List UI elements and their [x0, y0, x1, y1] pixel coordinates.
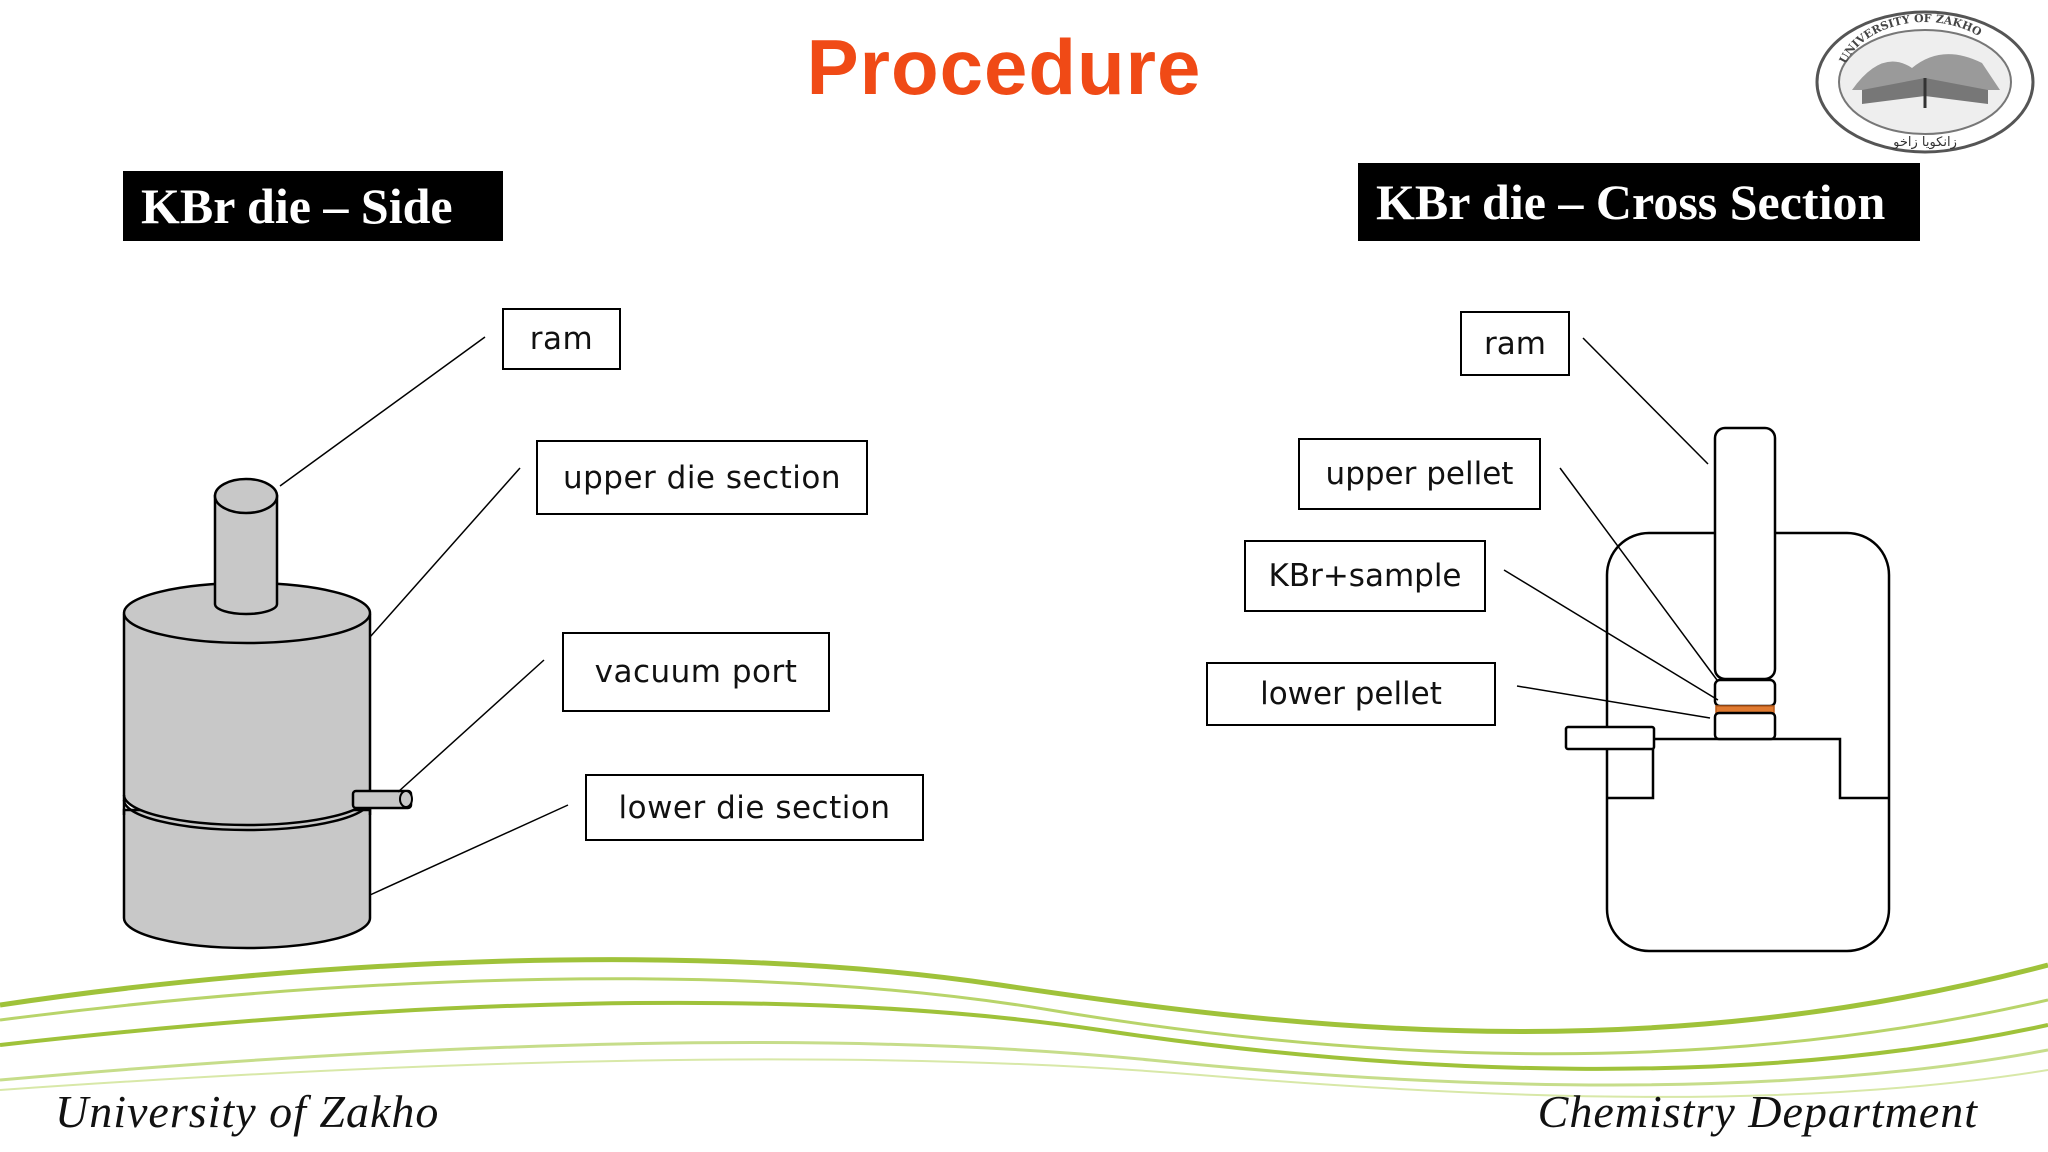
lower-die-body	[122, 808, 372, 950]
label-ram-cross: ram	[1460, 311, 1570, 376]
vacuum-port-cross	[1564, 725, 1656, 751]
footer-university: University of Zakho	[55, 1086, 440, 1137]
label-kbr-sample: KBr+sample	[1244, 540, 1486, 612]
label-lower-pellet: lower pellet	[1206, 662, 1496, 726]
upper-die-body	[122, 613, 372, 827]
logo-bottom-text: زانكويا زاخو	[1892, 135, 1957, 150]
label-upper-pellet: upper pellet	[1298, 438, 1541, 510]
cross-section-drawing	[1503, 337, 1891, 953]
footer-department: Chemistry Department	[1537, 1086, 1978, 1137]
label-ram-side: ram	[502, 308, 621, 370]
label-upper-die-section: upper die section	[536, 440, 868, 515]
side-view-drawing	[122, 336, 569, 950]
university-logo: UNIVERSITY OF ZAKHO زانكويا زاخو	[1815, 10, 2035, 154]
ram-shape	[213, 494, 279, 616]
label-lower-die-section: lower die section	[585, 774, 924, 841]
ram-cross	[1713, 426, 1777, 681]
side-view-heading: KBr die – Side	[123, 171, 503, 241]
decorative-waves	[0, 957, 2048, 1098]
label-vacuum-port: vacuum port	[562, 632, 830, 712]
lower-pellet-cross	[1713, 711, 1777, 741]
upper-pellet-cross	[1713, 678, 1777, 708]
page-title: Procedure	[806, 23, 1202, 111]
cross-section-heading: KBr die – Cross Section	[1358, 163, 1920, 241]
